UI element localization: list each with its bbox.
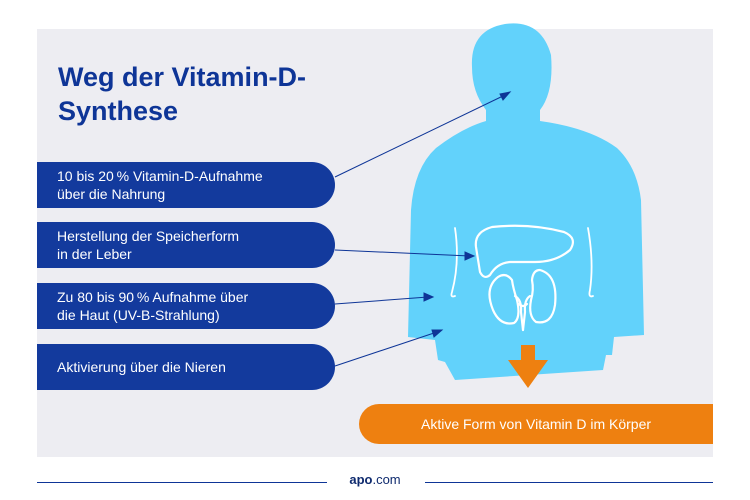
step-label-line: die Haut (UV-B-Strahlung) <box>57 307 220 323</box>
step-label-line: in der Leber <box>57 246 132 262</box>
step-label-line: Herstellung der Speicherform <box>57 228 240 244</box>
step-label-line: Aktivierung über die Nieren <box>57 359 226 375</box>
footer-divider-left <box>37 482 327 483</box>
diagram-title: Weg der Vitamin-D-Synthese <box>58 62 307 126</box>
result-banner: Aktive Form von Vitamin D im Körper <box>359 404 713 444</box>
step-label-skin: Zu 80 bis 90 % Aufnahme über die Haut (U… <box>37 283 335 329</box>
step-label-line: Zu 80 bis 90 % Aufnahme über <box>57 289 249 305</box>
right-arm-outline <box>587 227 594 298</box>
step-label-nutrition: 10 bis 20 % Vitamin-D-Aufnahme über die … <box>37 162 335 208</box>
step-label-line: 10 bis 20 % Vitamin-D-Aufnahme <box>57 168 263 184</box>
connector-arrows <box>334 91 512 367</box>
step-label-line: über die Nahrung <box>57 186 166 202</box>
brand-logo: apo.com <box>0 472 750 487</box>
left-arm-outline <box>450 227 458 298</box>
brand-name-bold: apo <box>349 472 373 487</box>
kidneys-icon <box>488 268 557 332</box>
step-label-kidneys: Aktivierung über die Nieren <box>37 344 335 390</box>
step-label-liver: Herstellung der Speicherform in der Lebe… <box>37 222 335 268</box>
body-silhouette <box>408 23 644 380</box>
footer-divider-right <box>425 482 713 483</box>
brand-name-rest: .com <box>372 472 401 487</box>
liver-icon <box>474 224 574 279</box>
down-arrow-icon <box>508 345 548 388</box>
